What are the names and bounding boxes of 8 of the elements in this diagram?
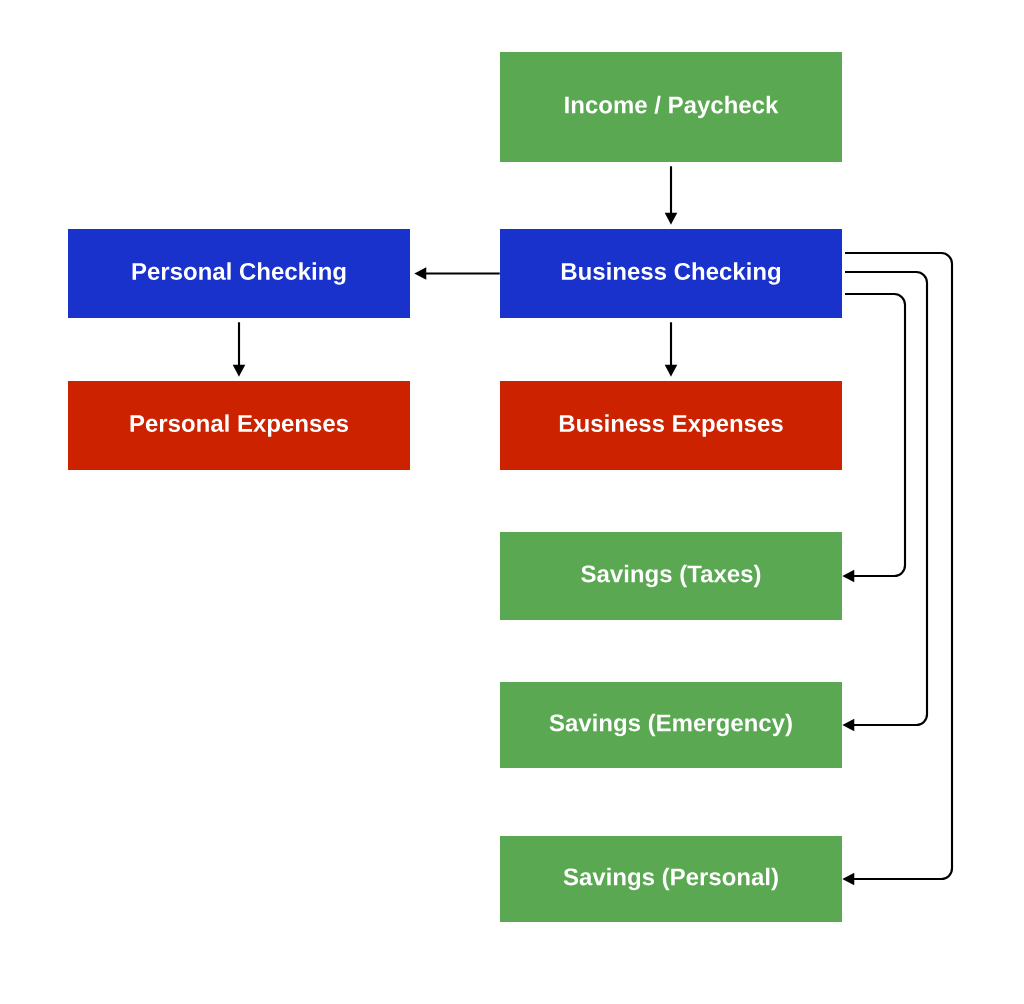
account-box: Savings (Taxes) <box>500 532 842 620</box>
account-box: Personal Expenses <box>68 381 410 470</box>
account-box: Business Checking <box>500 229 842 318</box>
account-box: Savings (Personal) <box>500 836 842 922</box>
account-box: Personal Checking <box>68 229 410 318</box>
account-box: Business Expenses <box>500 381 842 470</box>
account-box: Savings (Emergency) <box>500 682 842 768</box>
account-box: Income / Paycheck <box>500 52 842 162</box>
